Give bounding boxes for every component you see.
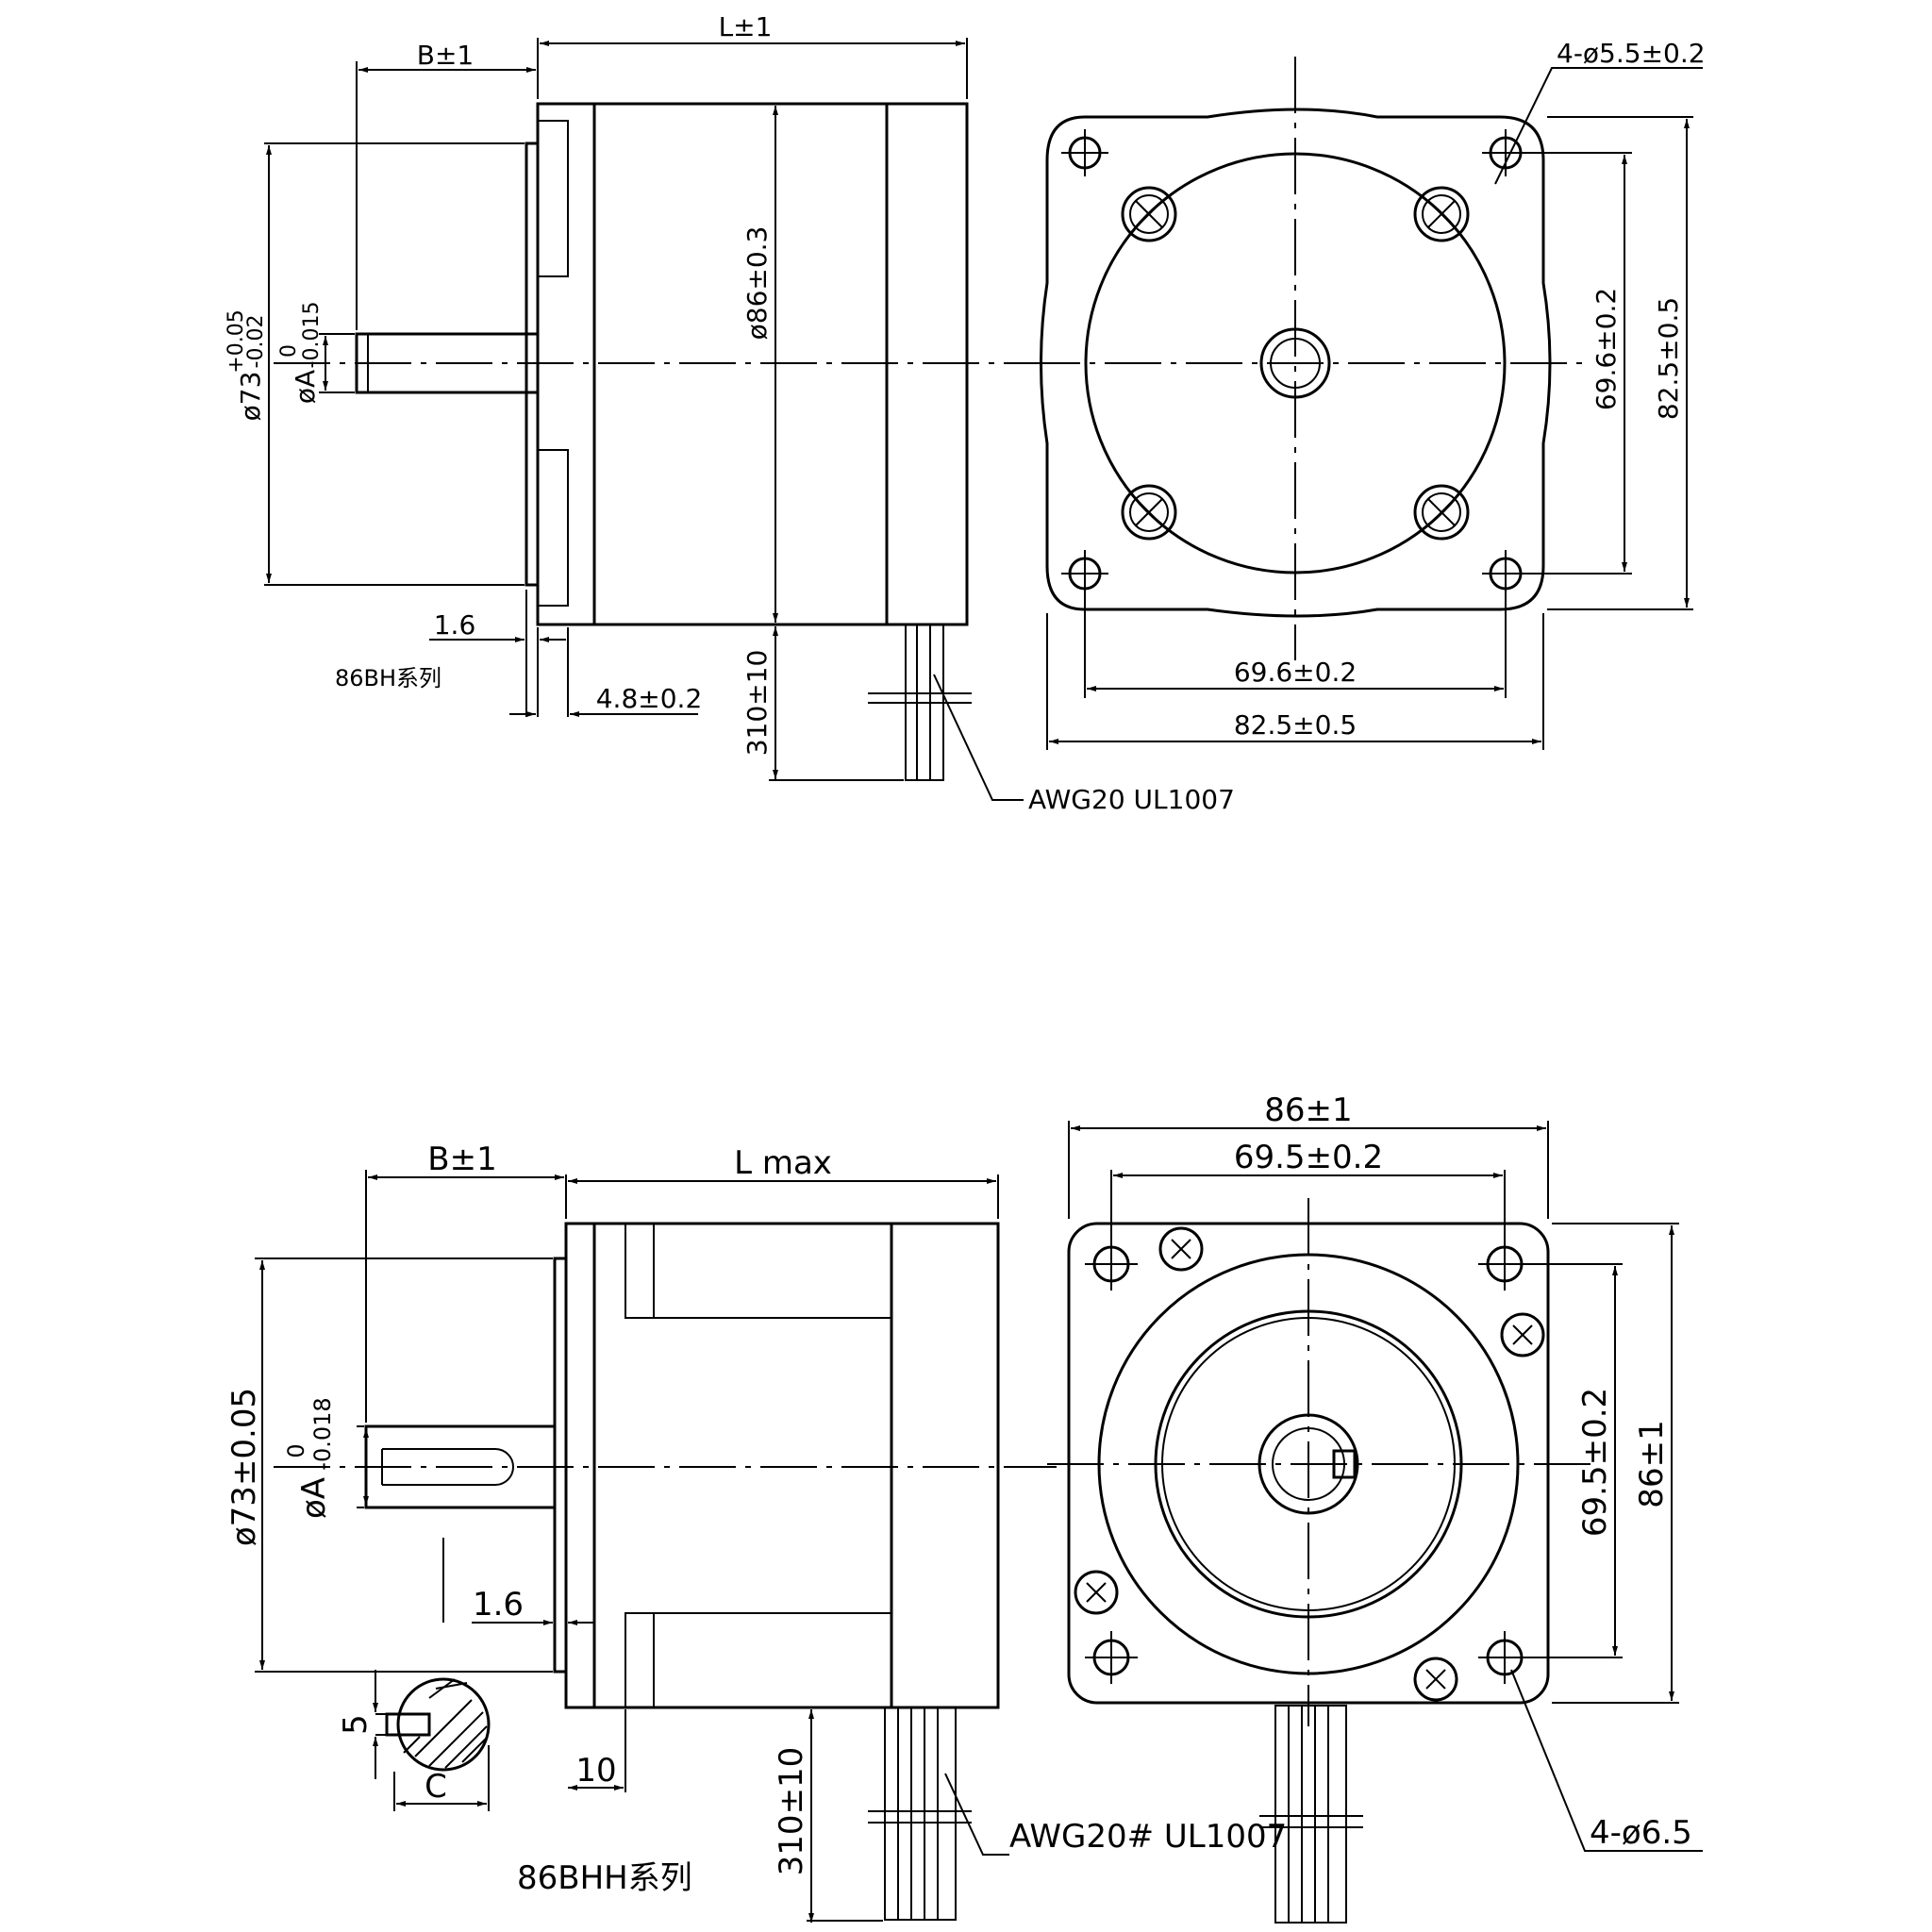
top-holes-callout: 4-ø5.5±0.2 [1557,38,1706,69]
bottom-mount-hole [1085,1238,1138,1291]
bottom-dim-C: C [425,1768,447,1806]
svg-text:0: 0 [283,1443,309,1457]
bottom-dim-pilot: ø73±0.05 [225,1388,263,1546]
bottom-key-section: 5 C [337,1670,491,1811]
svg-text:+0.05: +0.05 [225,309,248,373]
bottom-flange [564,1222,596,1709]
top-series-label: 86BH系列 [335,665,441,691]
bottom-dim-key: 5 [337,1714,375,1735]
bottom-dim-lead: 310±10 [773,1747,810,1876]
bottom-mount-hole [1478,1631,1531,1684]
bottom-dim-step: 10 [575,1752,616,1790]
bottom-screw [1413,1657,1458,1702]
bottom-pilot [553,1257,568,1674]
top-dim-B: B±1 [417,40,474,71]
bottom-front-view: 86±1 69.5±0.2 69.5±0.2 86±1 4-ø6.5 [1047,1091,1703,1924]
top-dim-gap: 1.6 [434,609,476,641]
top-screw [1121,186,1177,242]
top-screw [1413,186,1470,242]
top-dim-pilot: ø73 [235,372,266,422]
top-front-outline [1040,108,1552,618]
svg-text:-0.018: -0.018 [309,1397,336,1470]
bottom-holes-callout: 4-ø6.5 [1590,1814,1692,1852]
bottom-dim-shaft: øA [295,1477,333,1519]
bottom-mount-hole [1478,1238,1531,1291]
top-dim-body-dia: ø86±0.3 [741,226,773,341]
bottom-dim-B: B±1 [427,1141,496,1178]
bottom-dim-L: L max [734,1144,832,1182]
top-dim-hole-v: 69.6±0.2 [1591,288,1622,410]
top-dim-shaft: øA [290,370,321,404]
top-screw [1121,484,1177,541]
top-screw [1413,484,1470,541]
bottom-dim-hole-h: 69.5±0.2 [1234,1139,1383,1176]
bottom-dim-outline-v: 86±1 [1633,1420,1671,1507]
bottom-dim-gap: 1.6 [473,1586,524,1624]
bottom-side-view: L max B±1 ø73±0.05 øA 0 -0.018 1.6 10 [225,1141,1287,1923]
bottom-screw [1158,1226,1204,1272]
bottom-dim-outline-h: 86±1 [1264,1091,1352,1129]
top-mount-hole [1061,129,1108,176]
top-dim-flange: 4.8±0.2 [596,683,703,714]
bottom-mount-hole [1085,1631,1138,1684]
top-side-view: L±1 B±1 ø86±0.3 ø73 +0.05 -0.02 øA 0 -0.… [225,11,1235,815]
top-dim-outline-v: 82.5±0.5 [1653,297,1684,420]
top-front-view: 4-ø5.5±0.2 69.6±0.2 82.5±0.5 69.6±0.2 82… [1024,38,1706,750]
svg-text:-0.015: -0.015 [300,302,324,369]
top-wire-spec: AWG20 UL1007 [1028,784,1235,815]
top-dim-lead: 310±10 [741,650,773,757]
top-mount-hole [1482,550,1529,597]
bottom-dim-hole-v: 69.5±0.2 [1576,1388,1614,1537]
top-dim-L: L±1 [719,11,773,42]
bottom-wire-spec: AWG20# UL1007 [1009,1818,1287,1856]
top-mount-hole [1061,550,1108,597]
top-mount-hole [1482,129,1529,176]
svg-text:-0.02: -0.02 [244,315,268,369]
top-dim-outline-h: 82.5±0.5 [1234,709,1357,741]
bottom-motor-body [592,1222,1000,1709]
svg-text:0: 0 [277,344,301,358]
top-dim-hole-h: 69.6±0.2 [1234,657,1357,688]
bottom-series-label: 86BHH系列 [517,1859,692,1897]
bottom-screw [1074,1570,1119,1615]
bottom-screw [1500,1312,1545,1357]
